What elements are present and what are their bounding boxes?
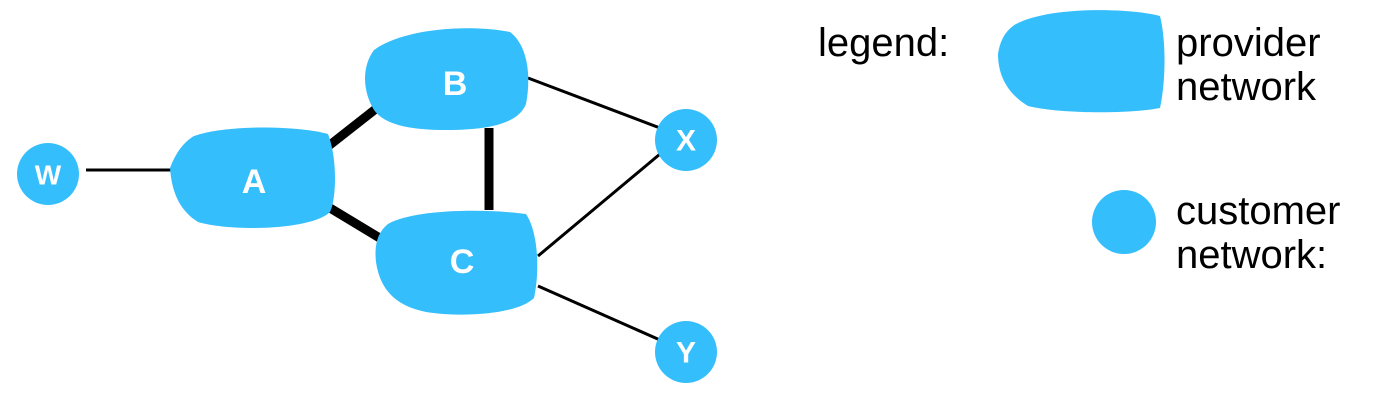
node-label-c: C bbox=[450, 243, 475, 281]
link-a-c bbox=[327, 204, 386, 244]
legend-customer-line1: customer bbox=[1176, 189, 1341, 233]
legend-title: legend: bbox=[818, 21, 949, 65]
node-label-a: A bbox=[242, 163, 267, 201]
customer-network-y-shape bbox=[655, 321, 717, 383]
link-c-y bbox=[537, 284, 661, 342]
node-label-y: Y bbox=[676, 337, 696, 370]
customer-network-x: X bbox=[655, 109, 717, 171]
legend-provider-line2: network bbox=[1176, 65, 1317, 109]
legend: legend: provider network customer networ… bbox=[818, 10, 1341, 277]
legend-customer-line2: network: bbox=[1176, 233, 1327, 277]
customer-network-w-shape bbox=[17, 143, 79, 205]
customer-network-w: W bbox=[17, 143, 79, 205]
node-label-b: B bbox=[443, 65, 468, 103]
legend-provider-swatch bbox=[998, 10, 1165, 113]
provider-network-a: A bbox=[170, 127, 335, 228]
provider-network-c: C bbox=[375, 210, 538, 315]
provider-network-b: B bbox=[365, 28, 529, 130]
legend-customer-swatch bbox=[1092, 190, 1156, 254]
provider-network-b-shape bbox=[365, 28, 529, 130]
link-b-x bbox=[527, 76, 661, 130]
customer-network-y: Y bbox=[655, 321, 717, 383]
node-label-w: W bbox=[35, 160, 62, 191]
links bbox=[86, 76, 661, 342]
customer-network-x-shape bbox=[655, 109, 717, 171]
legend-provider-line1: provider bbox=[1176, 21, 1321, 65]
provider-network-a-shape bbox=[170, 127, 335, 228]
provider-network-c-shape bbox=[375, 210, 538, 315]
link-c-x bbox=[537, 152, 661, 258]
node-label-x: X bbox=[676, 125, 696, 158]
link-a-b bbox=[323, 100, 385, 152]
